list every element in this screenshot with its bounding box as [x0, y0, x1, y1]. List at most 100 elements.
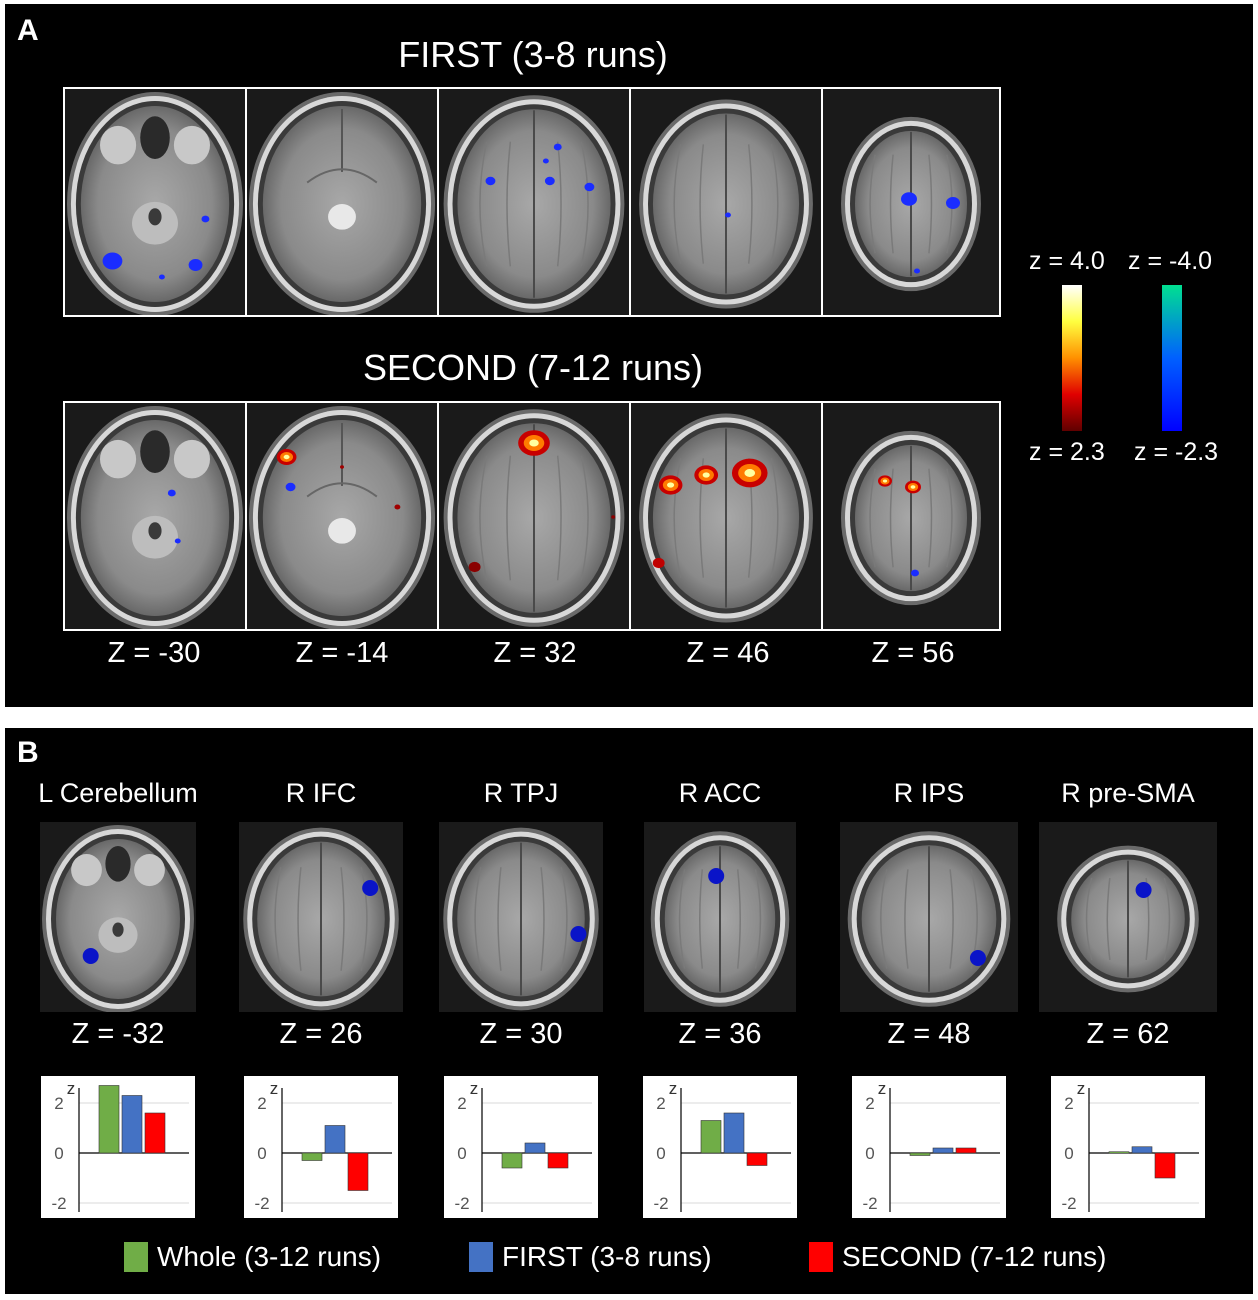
y-tick-label: 0: [1064, 1144, 1073, 1163]
bar-whole: [98, 1085, 120, 1154]
activation-blob: [542, 158, 549, 164]
roi-marker: [570, 926, 587, 942]
bar-second: [144, 1112, 166, 1154]
legend-label: SECOND (7-12 runs): [842, 1241, 1107, 1272]
activation-blob: [725, 212, 731, 218]
y-tick-label: 0: [54, 1144, 63, 1163]
y-tick-label: 2: [865, 1094, 874, 1113]
activation-blob: [167, 489, 176, 497]
bar-first: [1131, 1146, 1153, 1154]
bar-whole: [909, 1152, 931, 1156]
y-tick-label: 2: [656, 1094, 665, 1113]
roi-z-label: Z = 30: [479, 1018, 563, 1050]
legend-item: FIRST (3-8 runs): [469, 1240, 712, 1274]
roi-title: R TPJ: [483, 778, 559, 808]
roi-z-label: Z = 26: [279, 1018, 363, 1050]
second-slice-strip: [63, 401, 1001, 631]
bar-second: [347, 1152, 369, 1191]
y-axis-label: z: [1077, 1079, 1086, 1098]
activation-blob: [694, 465, 719, 485]
y-axis-label: z: [878, 1079, 887, 1098]
y-tick-label: 0: [457, 1144, 466, 1163]
activation-blob: [553, 143, 562, 151]
roi-title: R IPS: [893, 778, 965, 808]
roi-bar-chart: 2 0 -2 z: [852, 1076, 1006, 1218]
roi-brain-slice: [840, 822, 1018, 1012]
activation-blob: [658, 475, 683, 495]
colorbar-neg-max-label: z = -4.0: [1128, 247, 1213, 275]
roi-title: R pre-SMA: [1061, 778, 1195, 808]
slice-z-label: Z = -30: [107, 637, 201, 669]
activation-blob: [878, 475, 892, 487]
legend-swatch: [469, 1242, 493, 1272]
y-axis-label: z: [470, 1079, 479, 1098]
bar-second: [955, 1147, 977, 1154]
activation-blob: [911, 569, 919, 577]
legend-label: FIRST (3-8 runs): [502, 1241, 712, 1272]
colorbar-pos-max-label: z = 4.0: [1029, 247, 1105, 275]
activation-blob: [652, 557, 665, 569]
slice-z-label: Z = -14: [295, 637, 389, 669]
bar-whole: [301, 1152, 323, 1161]
first-slice-strip: [63, 87, 1001, 317]
legend-swatch: [124, 1242, 148, 1272]
y-tick-label: -2: [454, 1194, 469, 1213]
roi-title: R ACC: [678, 778, 762, 808]
roi-brain-slice: [40, 822, 196, 1012]
activation-blob: [276, 449, 297, 465]
negative-colorbar: [1162, 285, 1182, 431]
roi-brain-slice: [239, 822, 403, 1012]
activation-blob: [946, 197, 960, 209]
activation-blob: [201, 215, 210, 223]
bar-first: [524, 1142, 546, 1154]
activation-blob: [901, 192, 917, 206]
second-slice-4: [631, 403, 823, 629]
bar-second: [547, 1152, 569, 1169]
activation-blob: [174, 538, 181, 544]
roi-bar-chart: 2 0 -2 z: [1051, 1076, 1205, 1218]
second-condition-title: SECOND (7-12 runs): [362, 347, 704, 388]
first-slice-1: [65, 89, 247, 315]
bar-whole: [501, 1152, 523, 1169]
activation-blob: [544, 176, 555, 186]
bar-first: [324, 1125, 346, 1154]
bar-whole: [1108, 1151, 1130, 1154]
activation-blob: [285, 482, 296, 492]
roi-marker: [362, 880, 379, 896]
first-slice-2: [247, 89, 439, 315]
second-slice-1: [65, 403, 247, 629]
roi-brain-slice: [1039, 822, 1217, 1012]
panel-b-label: B: [17, 736, 39, 769]
bar-second: [746, 1152, 768, 1166]
roi-marker: [1135, 882, 1152, 898]
second-slice-3: [439, 403, 631, 629]
y-tick-label: -2: [1061, 1194, 1076, 1213]
legend-item: SECOND (7-12 runs): [809, 1240, 1107, 1274]
slice-z-label: Z = 32: [493, 637, 577, 669]
panel-a-label: A: [17, 14, 39, 47]
activation-blob: [158, 274, 165, 280]
first-slice-4: [631, 89, 823, 315]
activation-blob: [914, 268, 920, 274]
roi-z-label: Z = 36: [678, 1018, 762, 1050]
roi-z-label: Z = 62: [1086, 1018, 1170, 1050]
y-tick-label: 2: [257, 1094, 266, 1113]
roi-brain-slice: [644, 822, 796, 1012]
y-tick-label: -2: [862, 1194, 877, 1213]
colorbar-pos-min-label: z = 2.3: [1029, 438, 1105, 466]
y-axis-label: z: [67, 1079, 76, 1098]
bar-first: [723, 1112, 745, 1154]
activation-blob: [584, 182, 595, 192]
bar-whole: [700, 1120, 722, 1154]
panel-a: A FIRST (3-8 runs) SECOND (7-12 runs) Z …: [5, 4, 1253, 707]
y-tick-label: 0: [865, 1144, 874, 1163]
y-tick-label: 2: [1064, 1094, 1073, 1113]
first-slice-3: [439, 89, 631, 315]
y-tick-label: -2: [653, 1194, 668, 1213]
roi-marker: [969, 950, 986, 966]
activation-blob: [905, 480, 921, 494]
second-slice-2: [247, 403, 439, 629]
